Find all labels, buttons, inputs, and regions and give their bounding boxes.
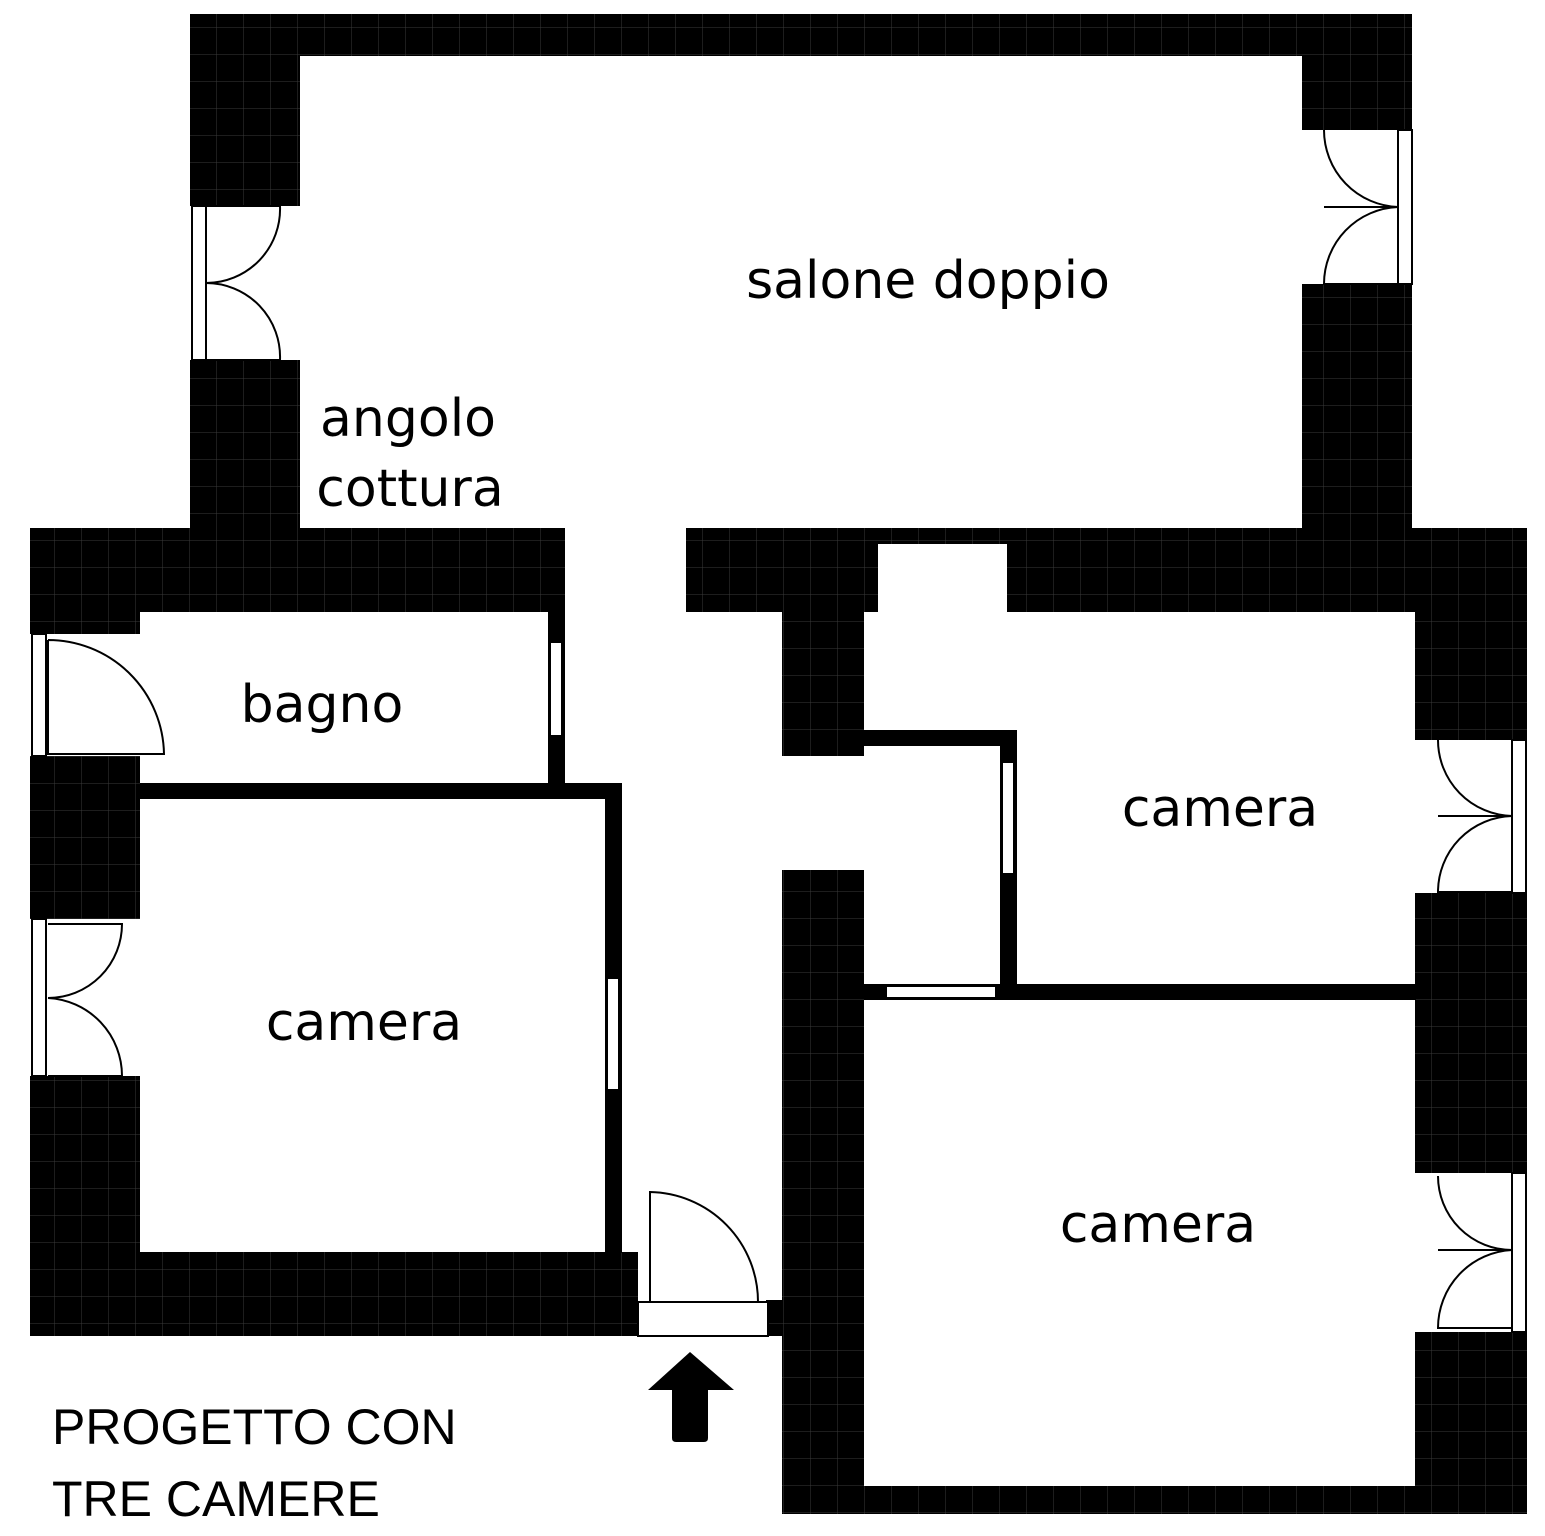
window-camera-right-sill: [885, 985, 997, 999]
partitions: [140, 612, 1416, 1253]
wall-pillar: [782, 528, 864, 756]
window-camera-right-top: [1511, 739, 1527, 894]
wall-top: [190, 14, 1412, 56]
entrance-threshold: [637, 1301, 769, 1337]
wall-left-bottom: [30, 1252, 638, 1336]
wall-left-outer-top: [30, 528, 140, 634]
window-bagno-left: [31, 633, 47, 757]
wall-right-top-c: [878, 528, 1008, 544]
door-camera-left: [47, 923, 124, 1077]
project-title-line2: TRE CAMERE: [52, 1471, 380, 1527]
door-camera-right-top: [1436, 739, 1513, 893]
window-vestibule: [1001, 761, 1015, 875]
door-entrance: [649, 1190, 759, 1303]
wall-left-upper: [190, 14, 300, 206]
room-label-camera-right-top: camera: [1122, 779, 1318, 839]
project-title-line1: PROGETTO CON: [52, 1399, 457, 1455]
room-label-angolo: angolo: [320, 389, 496, 449]
wall-corridor-right: [782, 870, 864, 1512]
room-label-bagno: bagno: [241, 675, 404, 735]
window-bagno-inner: [549, 641, 563, 737]
room-label-cottura: cottura: [316, 459, 503, 519]
wall-right-upper: [1302, 14, 1412, 130]
window-left-salone: [191, 205, 207, 361]
door-bagno: [47, 639, 166, 755]
wall-right-outer-c: [1415, 1332, 1527, 1512]
window-camera-left: [31, 918, 47, 1077]
window-right-salone: [1397, 129, 1413, 285]
room-label-camera-left: camera: [266, 993, 462, 1053]
window-camera-right-bottom: [1511, 1172, 1527, 1333]
door-salone-right: [1322, 129, 1399, 285]
window-frames: [31, 129, 1527, 1337]
wall-entrance-side: [766, 1300, 786, 1336]
entrance-arrow-icon: [648, 1352, 734, 1442]
room-label-camera-right-bottom: camera: [1060, 1195, 1256, 1255]
wall-right-outer-b: [1415, 893, 1527, 1173]
room-label-salone: salone doppio: [746, 251, 1110, 311]
door-camera-right-bottom: [1436, 1175, 1513, 1329]
wall-left-middle: [190, 360, 300, 530]
window-camera-left-inner: [606, 977, 620, 1091]
wall-right-lower: [1302, 284, 1412, 554]
wall-left-outer-middle: [30, 756, 140, 919]
door-salone-left: [205, 205, 282, 361]
wall-right-outer-a: [1415, 528, 1527, 740]
door-swings: [47, 129, 1513, 1329]
walls: [30, 14, 1527, 1514]
wall-right-bottom: [782, 1486, 1527, 1514]
